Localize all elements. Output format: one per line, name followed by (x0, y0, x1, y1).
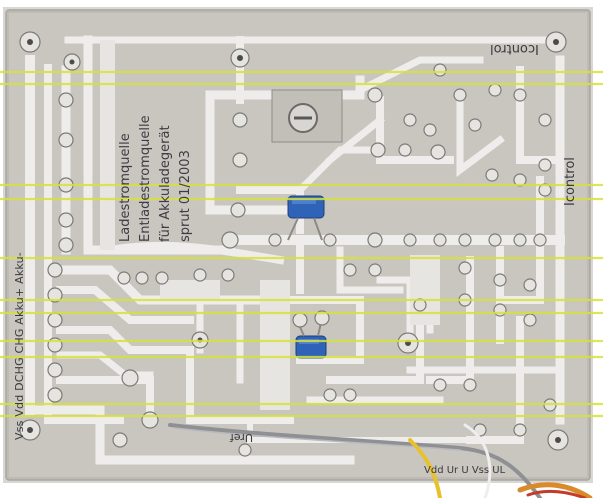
silkscreen-line-3: für Akkuladegerät (158, 125, 173, 242)
scan-lines (0, 70, 603, 418)
trimmer-pot (271, 89, 343, 143)
label-bottom-pins: Vdd Ur U Vss UL (424, 465, 506, 476)
silkscreen-line-1: Ladestromquelle (118, 133, 133, 242)
label-icontrol-top: Icontrol (490, 41, 539, 56)
copper-planes (100, 40, 440, 410)
solder-pads (19, 31, 569, 457)
label-left-pins: Vss Vdd DCHG CHG Akku+ Akku- (13, 252, 26, 440)
wires (168, 423, 593, 498)
label-uref: Uref (230, 431, 253, 444)
label-icontrol-right: Icontrol (563, 157, 578, 206)
silkscreen-text: Ladestromquelle Entladestromquelle für A… (118, 100, 228, 250)
silkscreen-line-2: Entladestromquelle (138, 115, 153, 242)
silkscreen-line-4: sprut 01/2003 (178, 150, 193, 242)
